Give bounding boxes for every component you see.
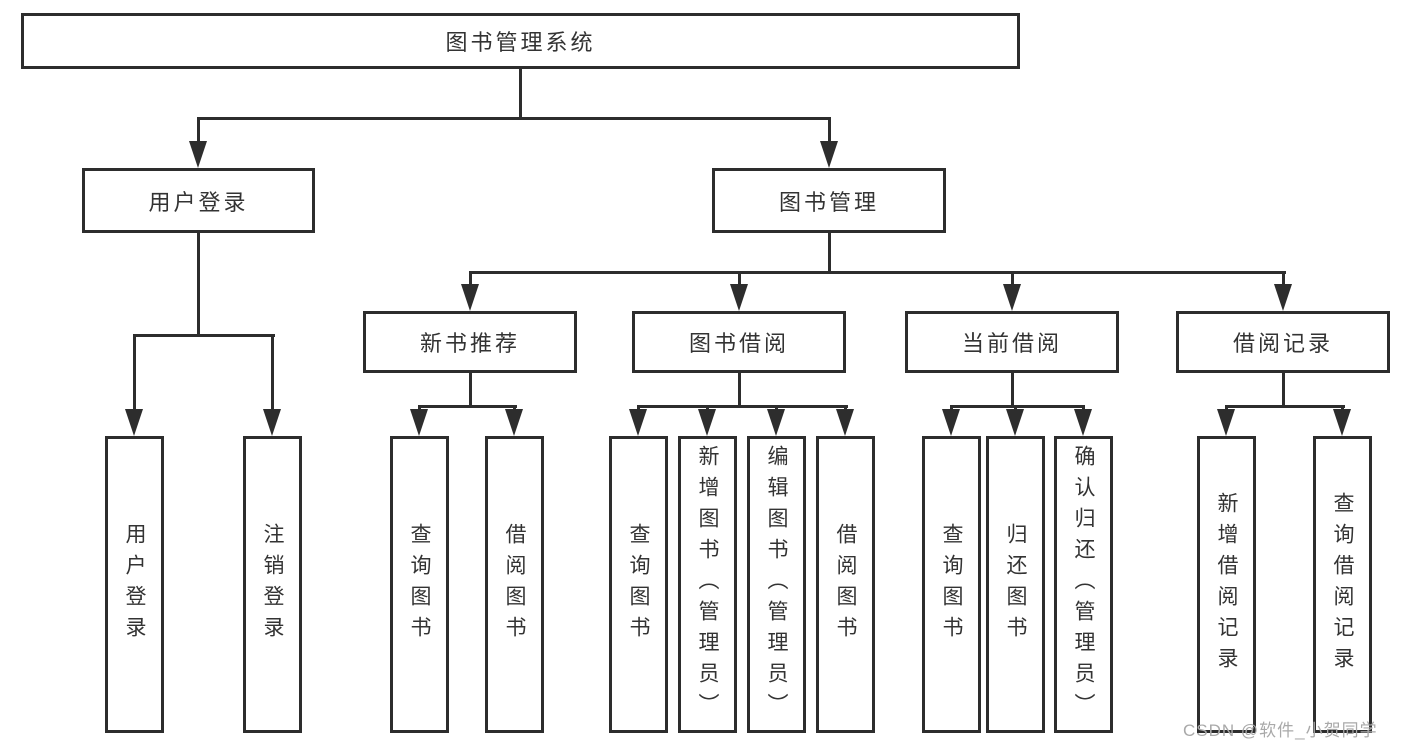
arrowhead-leaf-add-book-admin (698, 409, 716, 436)
node-label: 当前借阅 (961, 331, 1062, 356)
leaf-query-borrow-record: 查询借阅记录 (1313, 436, 1372, 733)
connector-to-book-mgmt-stem (828, 117, 831, 146)
leaf-add-book-admin: 新增图书（管理员） (678, 436, 737, 733)
node-label: 用户登录 (148, 189, 249, 215)
node-label: 借阅记录 (1232, 331, 1333, 356)
connector-current-borrow-hbar (950, 405, 1085, 408)
leaf-label: 新增借阅记录 (1215, 491, 1238, 678)
node-label: 图书管理 (778, 189, 879, 215)
node-book-management: 图书管理 (712, 168, 946, 233)
leaf-borrow-books: 借阅图书 (816, 436, 875, 733)
arrowhead-leaf-query-books-1 (410, 409, 428, 436)
arrowhead-leaf-user-login (125, 409, 143, 436)
arrowhead-leaf-return-books (1006, 409, 1024, 436)
connector-borrow-records-hbar (1225, 405, 1345, 408)
connector-to-new-book-rec (469, 271, 472, 289)
arrowhead-leaf-add-borrow-record (1217, 409, 1235, 436)
arrowhead-current-borrowing (1003, 284, 1021, 311)
connector-book-mgmt-hbar (469, 271, 1286, 274)
arrowhead-borrowing-records (1274, 284, 1292, 311)
leaf-query-books: 查询图书 (390, 436, 449, 733)
leaf-label: 查询借阅记录 (1331, 491, 1354, 678)
connector-root-stem (519, 69, 522, 118)
arrowhead-leaf-query-borrow-record (1333, 409, 1351, 436)
leaf-label: 注销登录 (261, 522, 284, 647)
connector-book-borrowing-hbar (637, 405, 848, 408)
connector-book-borrowing-stem (738, 373, 741, 408)
connector-root-hbar (197, 117, 831, 120)
connector-book-mgmt-stem (828, 233, 831, 273)
arrowhead-leaf-borrow-books-1 (505, 409, 523, 436)
arrowhead-leaf-edit-book-admin (767, 409, 785, 436)
connector-new-book-rec-stem (469, 373, 472, 408)
leaf-query-books: 查询图书 (609, 436, 668, 733)
leaf-label: 查询图书 (408, 522, 431, 647)
connector-new-book-rec-hbar (418, 405, 517, 408)
leaf-add-borrow-record: 新增借阅记录 (1197, 436, 1256, 733)
arrowhead-leaf-query-books-3 (942, 409, 960, 436)
csdn-watermark: CSDN @软件_小贺同学 (1183, 721, 1378, 740)
leaf-return-books: 归还图书 (986, 436, 1045, 733)
connector-to-leaf-user-login (133, 334, 136, 414)
connector-to-current-borrowing (1011, 271, 1014, 289)
connector-to-book-borrowing (738, 271, 741, 289)
leaf-query-books: 查询图书 (922, 436, 981, 733)
leaf-borrow-books: 借阅图书 (485, 436, 544, 733)
arrowhead-leaf-logout (263, 409, 281, 436)
node-label: 图书管理系统 (445, 30, 596, 55)
leaf-label: 归还图书 (1004, 522, 1027, 647)
arrowhead-book-management (820, 141, 838, 168)
arrowhead-user-login (189, 141, 207, 168)
leaf-edit-book-admin: 编辑图书（管理员） (747, 436, 806, 733)
connector-user-login-hbar (133, 334, 275, 337)
leaf-logout: 注销登录 (243, 436, 302, 733)
leaf-label: 用户登录 (123, 522, 146, 647)
leaf-label: 编辑图书（管理员） (765, 445, 788, 724)
leaf-label: 借阅图书 (834, 522, 857, 647)
leaf-label: 查询图书 (627, 522, 650, 647)
arrowhead-leaf-borrow-books-2 (836, 409, 854, 436)
leaf-label: 确认归还（管理员） (1072, 445, 1095, 724)
connector-borrow-records-stem (1282, 373, 1285, 408)
leaf-confirm-return-admin: 确认归还（管理员） (1054, 436, 1113, 733)
node-user-login: 用户登录 (82, 168, 315, 233)
connector-to-user-login-stem (197, 117, 200, 146)
node-label: 新书推荐 (419, 331, 520, 356)
arrowhead-leaf-confirm-return-admin (1074, 409, 1092, 436)
leaf-label: 借阅图书 (503, 522, 526, 647)
arrowhead-leaf-query-books-2 (629, 409, 647, 436)
connector-current-borrow-stem (1011, 373, 1014, 408)
connector-to-borrowing-records (1282, 271, 1285, 289)
arrowhead-book-borrowing (730, 284, 748, 311)
node-borrowing-records: 借阅记录 (1176, 311, 1390, 373)
node-current-borrowing: 当前借阅 (905, 311, 1119, 373)
node-label: 图书借阅 (688, 331, 789, 356)
leaf-user-login: 用户登录 (105, 436, 164, 733)
node-library-management-system: 图书管理系统 (21, 13, 1020, 69)
leaf-label: 新增图书（管理员） (696, 445, 719, 724)
connector-user-login-stem (197, 233, 200, 337)
arrowhead-new-book-recommend (461, 284, 479, 311)
node-book-borrowing: 图书借阅 (632, 311, 846, 373)
connector-to-leaf-logout (271, 334, 274, 414)
node-new-book-recommendation: 新书推荐 (363, 311, 577, 373)
leaf-label: 查询图书 (940, 522, 963, 647)
